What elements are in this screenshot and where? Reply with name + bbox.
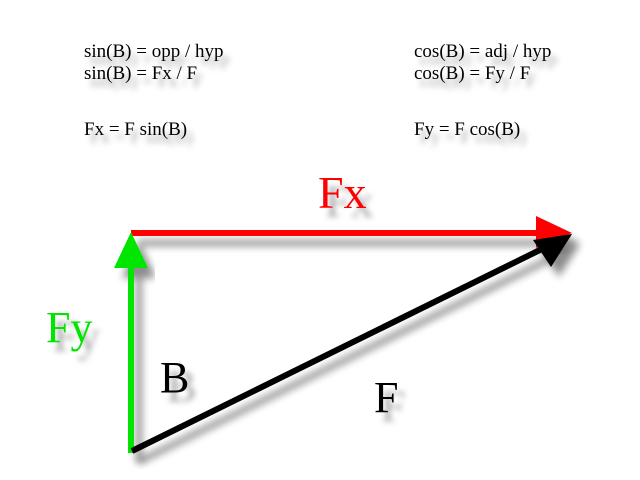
fy-vector	[114, 232, 148, 453]
force-arrowhead-icon	[533, 234, 572, 267]
equation-sin-forces: sin(B) = Fx / F	[84, 63, 198, 84]
equation-cos-forces: cos(B) = Fy / F	[414, 63, 531, 84]
force-vector	[130, 234, 572, 454]
force-f-label: F	[374, 373, 399, 422]
fx-label: Fx	[318, 167, 367, 218]
fy-arrowhead-icon	[114, 232, 148, 268]
equation-fy: Fy = F cos(B)	[414, 119, 521, 140]
equation-sin-definition: sin(B) = opp / hyp	[84, 41, 224, 62]
fy-label: Fy	[46, 303, 93, 352]
fx-vector	[131, 216, 572, 248]
equation-cos-definition: cos(B) = adj / hyp	[414, 41, 552, 62]
angle-b-label: B	[160, 353, 190, 402]
equation-fx: Fx = F sin(B)	[84, 119, 188, 140]
